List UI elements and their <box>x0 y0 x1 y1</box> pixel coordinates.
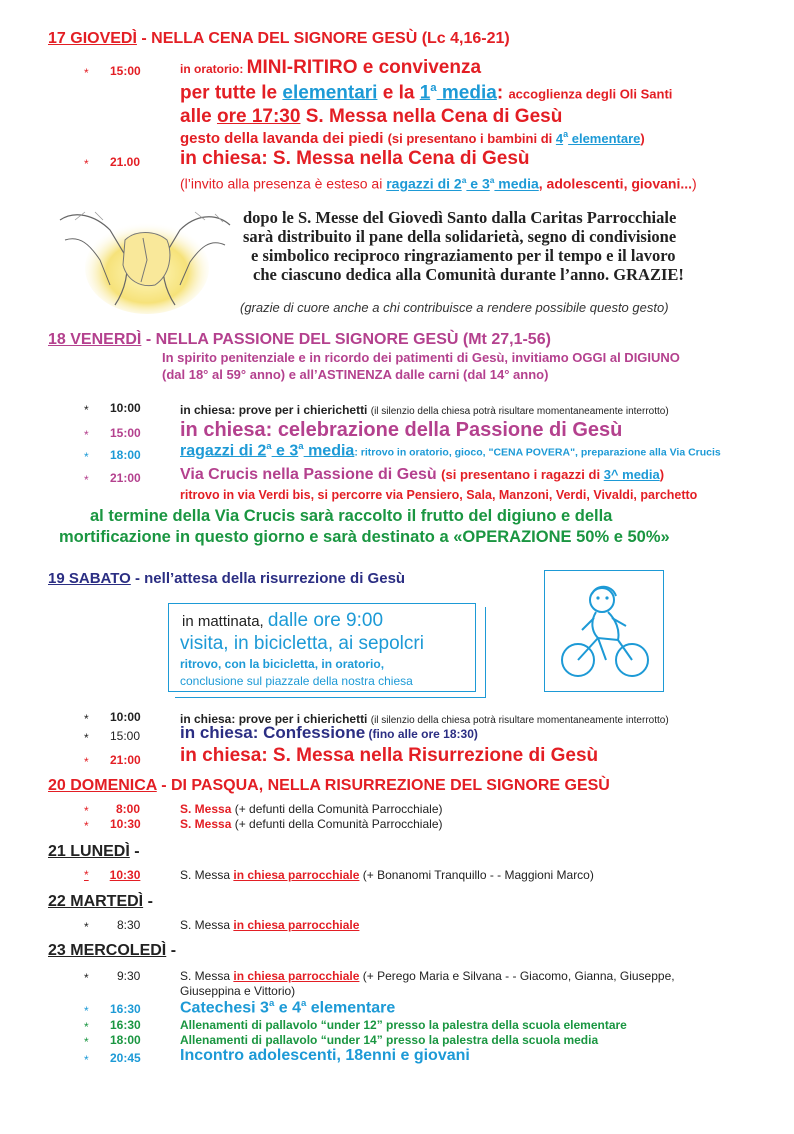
bullet: * <box>84 1053 89 1067</box>
hands-bread-illustration <box>59 211 231 314</box>
section-date: 21 LUNEDÌ <box>48 843 130 860</box>
section-20-heading: 20 DOMENICA - DI PASQUA, NELLA RISURREZI… <box>48 777 610 795</box>
bullet: * <box>84 428 89 442</box>
time: 16:30 <box>110 1018 141 1032</box>
section-date: 20 DOMENICA <box>48 777 157 794</box>
event-line: in chiesa: S. Messa nella Risurrezione d… <box>180 745 599 766</box>
section-title: - nell’attesa della risurrezione di Gesù <box>130 570 406 587</box>
section-title: - <box>166 942 177 959</box>
offering-note: mortificazione in questo giorno e sarà d… <box>59 528 670 546</box>
time: 20:45 <box>110 1051 141 1065</box>
event-line: in chiesa: celebrazione della Passione d… <box>180 419 623 441</box>
bullet: * <box>84 971 89 985</box>
box-line: ritrovo, con la bicicletta, in oratorio, <box>180 657 385 671</box>
section-title: - <box>143 893 153 910</box>
event-line: Catechesi 3a e 4a elementare <box>180 998 396 1017</box>
section-21-heading: 21 LUNEDÌ - <box>48 843 140 861</box>
time: 21:00 <box>110 753 141 767</box>
thanks-note: (grazie di cuore anche a chi contribuisc… <box>240 300 669 315</box>
bullet: * <box>84 731 89 745</box>
cyclist-icon <box>561 585 649 677</box>
section-title: - NELLA CENA DEL SIGNORE GESÙ (Lc 4,16-2… <box>136 30 510 47</box>
event-line: alle ore 17:30 S. Messa nella Cena di Ge… <box>180 106 563 127</box>
time: 8:30 <box>117 918 141 932</box>
bullet: * <box>84 804 89 818</box>
bullet: * <box>84 712 89 726</box>
bullet: * <box>84 868 89 882</box>
bullet: * <box>84 755 89 769</box>
bullet: * <box>84 403 89 417</box>
section-date: 17 GIOVEDÌ <box>48 30 137 47</box>
box-shadow-frame <box>175 607 486 698</box>
event-line: Via Crucis nella Passione di Gesù (si pr… <box>180 466 665 483</box>
event-line: in chiesa: S. Messa nella Cena di Gesù <box>180 148 530 169</box>
time: 15:00 <box>110 64 141 78</box>
event-note: (l’invito alla presenza è esteso ai raga… <box>180 175 697 192</box>
time: 18:00 <box>110 1033 141 1047</box>
event-line: Giuseppina e Vittorio) <box>180 984 296 998</box>
caritas-notice: dopo le S. Messe del Giovedì Santo dalla… <box>243 208 684 284</box>
cyclist-frame <box>544 570 664 692</box>
event-line: S. Messa in chiesa parrocchiale (+ Bonan… <box>180 868 594 882</box>
time: 10:30 <box>110 817 141 831</box>
bullet: * <box>84 819 89 833</box>
bullet: * <box>84 1020 89 1034</box>
event-line: S. Messa (+ defunti della Comunità Parro… <box>180 817 443 831</box>
time: 9:30 <box>117 969 141 983</box>
event-line: Allenamenti di pallavolo “under 14” pres… <box>180 1033 599 1047</box>
event-line: Incontro adolescenti, 18enni e giovani <box>180 1047 470 1064</box>
event-line: in chiesa: Confessione (fino alle ore 18… <box>180 723 478 742</box>
event-line: in chiesa: prove per i chierichetti (il … <box>180 712 669 726</box>
event-line: S. Messa (+ defunti della Comunità Parro… <box>180 802 443 816</box>
section-title: - NELLA PASSIONE DEL SIGNORE GESÙ (Mt 27… <box>141 331 551 348</box>
event-line: in chiesa: prove per i chierichetti (il … <box>180 403 669 417</box>
event-line: S. Messa in chiesa parrocchiale (+ Pereg… <box>180 969 675 983</box>
bullet: * <box>84 1004 89 1018</box>
bicycle-visit-box <box>168 603 476 692</box>
section-22-heading: 22 MARTEDÌ - <box>48 893 153 911</box>
event-line: per tutte le elementari e la 1a media: a… <box>180 82 673 104</box>
event-line: Allenamenti di pallavolo “under 12” pres… <box>180 1018 627 1032</box>
section-date: 19 SABATO <box>48 570 131 587</box>
fasting-note: (dal 18° al 59° anno) e all’ASTINENZA da… <box>162 367 549 382</box>
time: 10:00 <box>110 710 141 724</box>
time: 21.00 <box>110 155 141 169</box>
section-title: - DI PASQUA, NELLA RISURREZIONE DEL SIGN… <box>156 777 610 794</box>
box-line: conclusione sul piazzale della nostra ch… <box>180 674 413 688</box>
section-date: 22 MARTEDÌ <box>48 893 144 910</box>
time: 15:00 <box>110 729 141 743</box>
time: 10:30 <box>109 868 141 882</box>
section-17-heading: 17 GIOVEDÌ - NELLA CENA DEL SIGNORE GESÙ… <box>48 30 510 48</box>
section-19-heading: 19 SABATO - nell’attesa della risurrezio… <box>48 570 405 587</box>
section-18-heading: 18 VENERDÌ - NELLA PASSIONE DEL SIGNORE … <box>48 331 551 349</box>
bullet: * <box>84 1035 89 1049</box>
time: 15:00 <box>110 426 141 440</box>
bullet: * <box>84 450 89 464</box>
box-line: in mattinata, dalle ore 9:00 <box>182 610 384 631</box>
section-23-heading: 23 MERCOLEDÌ - <box>48 942 176 960</box>
time: 16:30 <box>110 1002 141 1016</box>
bullet: * <box>84 473 89 487</box>
event-line: gesto della lavanda dei piedi (si presen… <box>180 129 645 147</box>
event-row-underlined: * 10:30 <box>84 868 146 882</box>
box-line: visita, in bicicletta, ai sepolcri <box>180 633 424 654</box>
fasting-note: In spirito penitenziale e in ricordo dei… <box>162 350 680 365</box>
event-line: in oratorio: MINI-RITIRO e convivenza <box>180 57 482 78</box>
route-note: ritrovo in via Verdi bis, si percorre vi… <box>180 488 698 502</box>
time: 21:00 <box>110 471 141 485</box>
time: 18:00 <box>110 448 141 462</box>
bullet: * <box>84 66 89 80</box>
section-date: 18 VENERDÌ <box>48 331 142 348</box>
time: 10:00 <box>110 401 141 415</box>
section-title: - <box>129 843 140 860</box>
bullet: * <box>84 920 89 934</box>
time: 8:00 <box>116 802 141 816</box>
event-line: ragazzi di 2a e 3a media: ritrovo in ora… <box>180 441 721 460</box>
offering-note: al termine della Via Crucis sarà raccolt… <box>90 507 613 525</box>
section-date: 23 MERCOLEDÌ <box>48 942 167 959</box>
event-line: S. Messa in chiesa parrocchiale <box>180 918 360 932</box>
bullet: * <box>84 157 89 171</box>
